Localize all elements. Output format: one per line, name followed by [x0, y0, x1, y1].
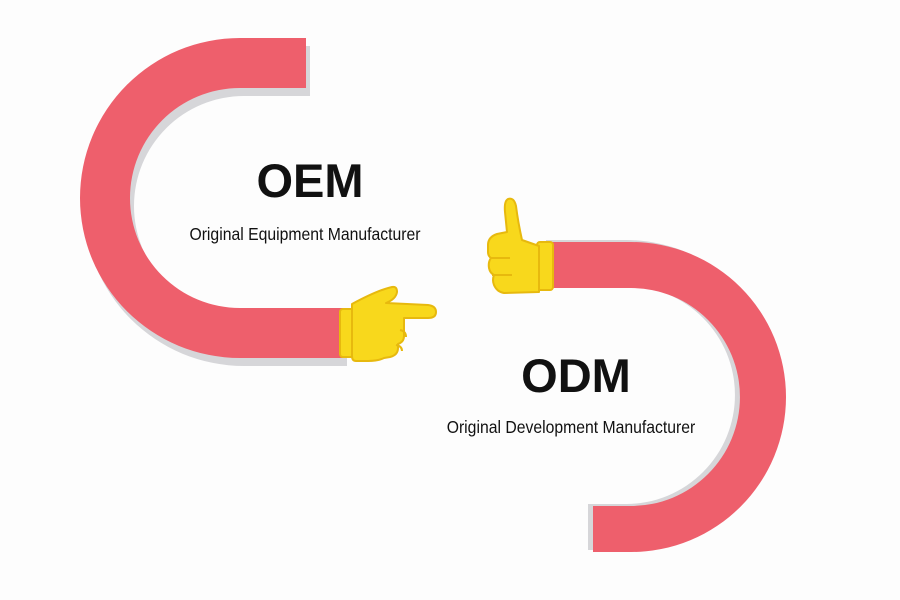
pointing-hand-icon	[339, 285, 437, 362]
odm-acronym: ODM	[521, 349, 631, 402]
oem-arm	[80, 38, 343, 358]
odm-full-name: Original Development Manufacturer	[446, 417, 696, 437]
oem-full-name: Original Equipment Manufacturer	[189, 224, 421, 244]
oem-acronym: OEM	[256, 154, 364, 207]
odm-arm	[551, 242, 786, 552]
thumbs-up-icon	[487, 197, 554, 294]
